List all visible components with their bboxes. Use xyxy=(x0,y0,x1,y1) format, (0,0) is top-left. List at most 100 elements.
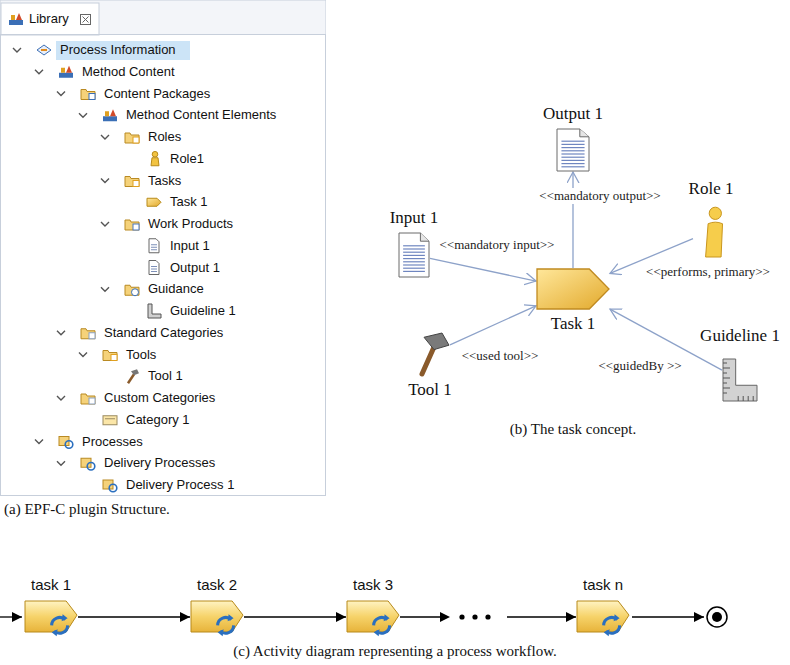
tree-chevron xyxy=(101,179,109,183)
edge-label: <<guidedBy >> xyxy=(596,358,683,374)
final-node xyxy=(707,607,727,627)
flow-arrow xyxy=(244,616,346,617)
tree-chevron xyxy=(57,396,65,400)
tree-item: Task 1 xyxy=(170,193,208,211)
tree-item: Role1 xyxy=(170,150,204,168)
tree-chevron xyxy=(101,222,109,226)
close-icon xyxy=(81,15,91,25)
ellipsis-dot xyxy=(472,614,477,619)
edge-label: <<mandatory input>> xyxy=(438,237,557,253)
tree-icon xyxy=(125,133,139,143)
node-label: Input 1 xyxy=(390,208,439,228)
tree-item: Tasks xyxy=(148,172,181,190)
association-arrow xyxy=(450,306,536,345)
tree-icon xyxy=(81,458,95,470)
node-label: task 1 xyxy=(31,575,71,595)
tree-icon xyxy=(59,66,73,78)
final-arrow xyxy=(632,616,704,617)
tree-item: Tool 1 xyxy=(148,367,183,385)
tree-chevron xyxy=(79,353,87,357)
tree-icon xyxy=(59,437,73,449)
panel-frame xyxy=(1,1,326,496)
tree-item: Delivery Process 1 xyxy=(126,476,234,494)
initial-arrow xyxy=(0,616,22,617)
final-node-dot xyxy=(712,612,722,622)
node-icon xyxy=(722,358,758,402)
tree-item: Work Products xyxy=(148,215,233,233)
node-icon xyxy=(190,598,244,636)
tree-icon xyxy=(148,304,161,318)
flow-arrow xyxy=(78,616,190,617)
node-label: Tool 1 xyxy=(408,380,452,400)
tree-icon xyxy=(81,329,95,339)
tree-icon xyxy=(37,45,51,55)
tree-chevron xyxy=(101,287,109,291)
node-icon xyxy=(536,268,610,310)
caption: (a) EPF-C plugin Structure. xyxy=(4,500,170,518)
work-product: Input 1 xyxy=(398,232,430,278)
tree-item: Output 1 xyxy=(170,259,220,277)
tree-chevron xyxy=(101,135,109,139)
role: Role 1 xyxy=(693,205,729,257)
activity-task: task 2 xyxy=(190,598,244,636)
edge-label: <<performs, primary>> xyxy=(644,264,772,280)
caption: (c) Activity diagram representing a proc… xyxy=(233,642,557,660)
ellipsis-dot xyxy=(485,614,490,619)
tree-icon xyxy=(81,394,95,404)
work-product: Output 1 xyxy=(556,128,590,172)
tree-icon xyxy=(149,261,159,275)
tree-item: Guidance xyxy=(148,280,204,298)
tree-item: Standard Categories xyxy=(104,324,223,342)
ground-patch xyxy=(439,608,507,626)
arrow-head xyxy=(440,612,450,622)
edge-label: <<used tool>> xyxy=(460,348,541,364)
tree-icon xyxy=(103,416,117,425)
node-icon xyxy=(24,598,78,636)
tree-chevron xyxy=(35,440,43,444)
tree-item: Method Content xyxy=(82,63,175,81)
node-label: Output 1 xyxy=(543,104,603,124)
activity-task: task 1 xyxy=(24,598,78,636)
tree-item: Delivery Processes xyxy=(104,454,215,472)
node-icon xyxy=(556,128,590,172)
task: Task 1 xyxy=(536,268,610,310)
tree-icon xyxy=(125,177,139,187)
association-arrow xyxy=(430,258,536,281)
tree-icon xyxy=(149,239,159,253)
caption: (b) The task concept. xyxy=(510,420,636,438)
tree-icon xyxy=(125,285,139,296)
tree-chevron xyxy=(57,92,65,96)
tree-chevron xyxy=(13,48,21,52)
tree-chevron xyxy=(79,113,87,117)
tree-icon xyxy=(103,480,117,492)
edge-label: <<mandatory output>> xyxy=(537,188,662,204)
node-label: task n xyxy=(583,575,623,595)
activity-task: task n xyxy=(576,598,630,636)
node-icon xyxy=(576,598,630,636)
tree-item: Content Packages xyxy=(104,85,210,103)
tree-icon xyxy=(125,220,139,230)
tool: Tool 1 xyxy=(410,332,450,376)
node-label: task 3 xyxy=(353,575,393,595)
tree-chevron xyxy=(57,331,65,335)
node-icon xyxy=(693,205,729,257)
activity-task: task 3 xyxy=(346,598,400,636)
tree-icon xyxy=(9,13,23,25)
node-icon xyxy=(410,332,450,376)
tab-bar xyxy=(1,1,326,35)
tree-icon xyxy=(147,198,161,206)
tree-icon xyxy=(81,90,95,100)
tree-item: Tools xyxy=(126,346,156,364)
tree-item: Category 1 xyxy=(126,411,190,429)
tree-icon xyxy=(103,351,117,361)
node-label: task 2 xyxy=(197,575,237,595)
tree-item: Processes xyxy=(82,433,143,451)
node-label: Task 1 xyxy=(551,314,596,334)
tree-icon xyxy=(128,369,139,383)
tree-chevron xyxy=(35,70,43,74)
tree-item: Custom Categories xyxy=(104,389,215,407)
tree-item: Guideline 1 xyxy=(170,302,236,320)
tree-icon xyxy=(103,109,117,121)
ellipsis-dot xyxy=(459,614,464,619)
